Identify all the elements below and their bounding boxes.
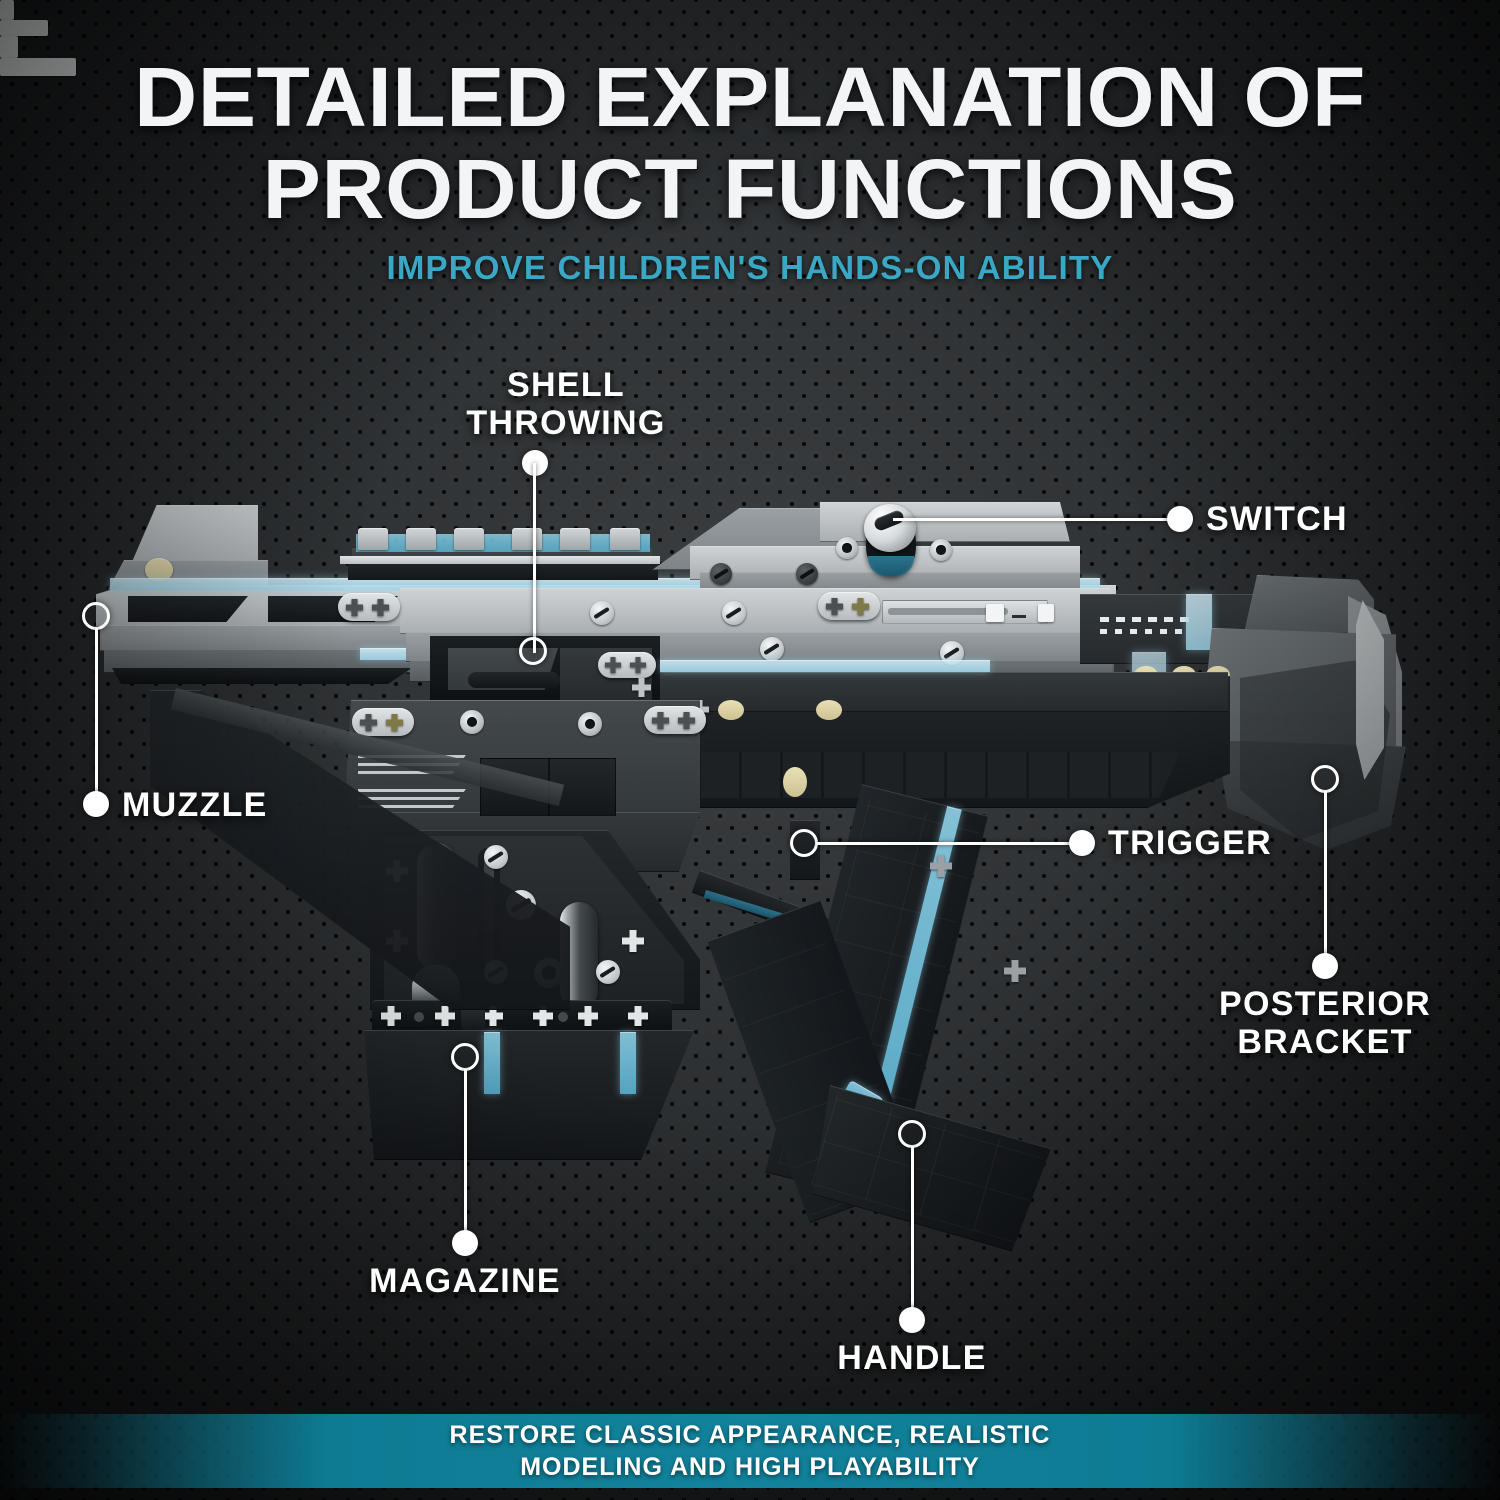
callout-dot-muzzle [83,791,109,817]
page-subtitle: IMPROVE CHILDREN'S HANDS-ON ABILITY [386,248,1114,286]
callout-line-handle [911,1146,914,1312]
callout-line-magazine [464,1069,467,1235]
callout-line-trigger [816,842,1080,845]
banner-line-2: MODELING AND HIGH PLAYABILITY [520,1453,980,1481]
page-title-line-2: PRODUCT FUNCTIONS [262,142,1238,237]
banner-text: RESTORE CLASSIC APPEARANCE, REALISTIC MO… [0,1419,1500,1483]
callout-dot-switch [1167,506,1193,532]
callout-anchor-posterior-bracket [1311,765,1339,793]
callout-label-muzzle: MUZZLE [122,786,268,824]
page-title-line-1: DETAILED EXPLANATION OF [134,50,1366,144]
bottom-banner: RESTORE CLASSIC APPEARANCE, REALISTIC MO… [0,1414,1500,1488]
callout-dot-magazine [452,1230,478,1256]
callout-anchor-muzzle [82,602,110,630]
callout-dot-trigger [1069,830,1095,856]
banner-line-1: RESTORE CLASSIC APPEARANCE, REALISTIC [449,1421,1051,1449]
callout-line-shell-throwing [533,463,536,653]
header-block: DETAILED EXPLANATION OF PRODUCT FUNCTION… [0,0,1500,287]
callout-line-muzzle [95,628,98,806]
callout-anchor-shell-throwing [519,637,547,665]
callout-anchor-handle [898,1120,926,1148]
callout-anchor-trigger [790,829,818,857]
callout-line-switch [893,518,1183,521]
callout-dot-handle [899,1307,925,1333]
callout-label-trigger: TRIGGER [1108,824,1272,862]
callout-label-handle: HANDLE [837,1339,987,1377]
callout-line-posterior-bracket [1324,791,1327,959]
callout-label-magazine: MAGAZINE [369,1262,561,1300]
callout-label-posterior-bracket: POSTERIOR BRACKET [1219,985,1431,1062]
callout-anchor-magazine [451,1043,479,1071]
callout-label-switch: SWITCH [1206,500,1348,538]
callout-label-shell-throwing: SHELL THROWING [466,366,666,443]
callout-dot-posterior-bracket [1312,953,1338,979]
